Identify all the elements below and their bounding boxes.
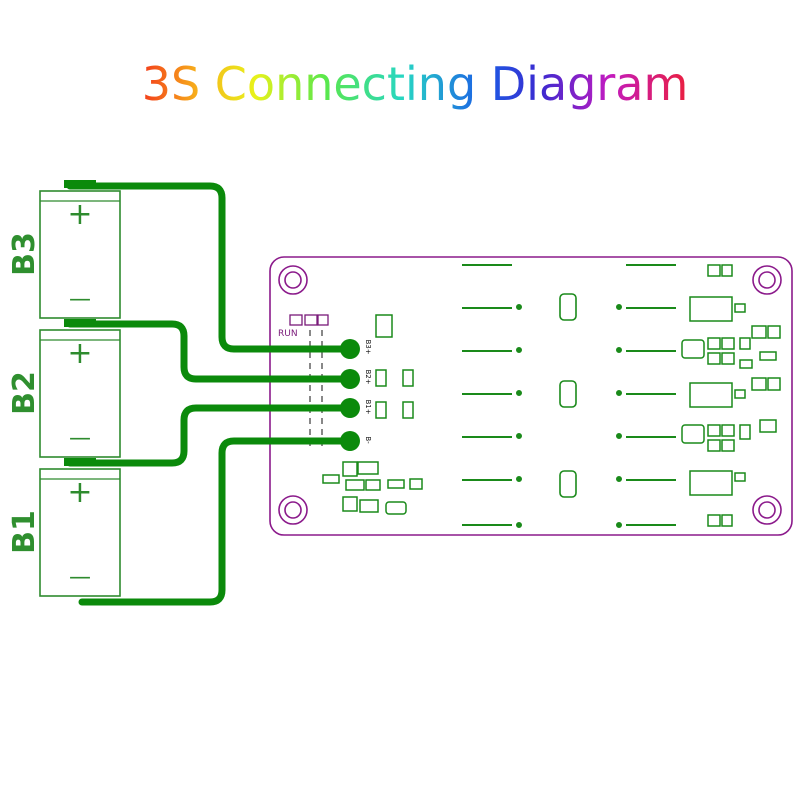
wire-b1-plus xyxy=(66,404,354,467)
mounting-hole xyxy=(752,265,782,295)
run-led-footprint xyxy=(289,314,329,326)
svg-text:B-: B- xyxy=(364,436,372,444)
svg-text:B1+: B1+ xyxy=(364,399,372,414)
mosfet-footprints xyxy=(462,264,676,528)
wires xyxy=(66,182,354,606)
wire-b-minus xyxy=(78,437,354,606)
cell-label-b2: B2 xyxy=(7,371,42,415)
mounting-hole xyxy=(752,495,782,525)
pad-b2-plus: B2+ xyxy=(340,369,372,389)
cell-label-b3: B3 xyxy=(7,232,42,276)
cell-label-b1: B1 xyxy=(7,510,42,554)
plus-sign: + xyxy=(67,475,92,510)
pcb-board: RUN xyxy=(269,256,793,536)
svg-text:B3+: B3+ xyxy=(364,339,372,354)
connector-outline xyxy=(309,330,323,446)
battery-cell-b2: + — B2 xyxy=(7,319,121,458)
wire-b3-plus xyxy=(66,182,354,353)
run-label: RUN xyxy=(278,329,298,339)
mounting-hole xyxy=(278,265,308,295)
pad-b-minus: B- xyxy=(340,431,372,451)
minus-sign: — xyxy=(69,287,91,312)
title-graphic: 3S Connecting Diagram xyxy=(142,57,689,111)
pad-b3-plus: B3+ xyxy=(340,339,372,359)
page-title: 3S Connecting Diagram xyxy=(142,57,689,111)
plus-sign: + xyxy=(67,336,92,371)
wire-b2-plus xyxy=(66,320,354,383)
minus-sign: — xyxy=(69,426,91,451)
battery-cell-b3: + — B3 xyxy=(7,180,121,319)
mounting-hole xyxy=(278,495,308,525)
battery-cell-b1: + — B1 xyxy=(7,458,121,597)
left-components xyxy=(322,314,423,515)
plus-sign: + xyxy=(67,197,92,232)
center-components xyxy=(559,293,577,498)
svg-text:B2+: B2+ xyxy=(364,369,372,384)
right-components xyxy=(681,264,781,527)
pad-b1-plus: B1+ xyxy=(340,398,372,418)
balance-pads: B3+ B2+ B1+ B- xyxy=(340,339,372,451)
minus-sign: — xyxy=(69,565,91,590)
